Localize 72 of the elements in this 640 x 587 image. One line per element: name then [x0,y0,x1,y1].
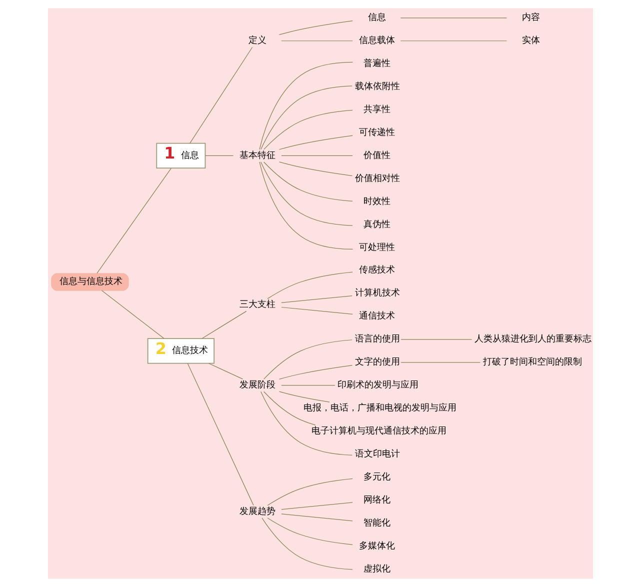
node-text: 电子计算机与现代通信技术的应用 [311,426,446,437]
node-text: 文字的使用 [354,358,400,368]
connector [266,518,352,545]
connector [263,162,352,202]
node-text: 多元化 [362,472,390,482]
node-text: 人类从猿进化到人的重要标志 [474,334,592,345]
connector [400,40,507,42]
connector [263,340,352,380]
connector [96,168,171,274]
connector [280,296,352,304]
connector [263,391,316,426]
node-text: 网络化 [362,495,390,506]
connector [280,514,352,522]
node-text: 三大支柱 [239,300,276,310]
node-text: 价值性 [362,150,390,161]
connector [100,290,164,339]
node-text: 多媒体化 [358,541,394,552]
node-text: 信息 [367,13,386,24]
connector [263,110,352,150]
node-text: 语言的使用 [354,334,400,345]
connector [260,391,352,456]
node-box: 1 信息 [156,142,206,169]
node-text: 信息载体 [358,36,394,46]
node-text: 发展趋势 [239,506,276,517]
connector [278,391,330,402]
node-text: 语文印电计 [354,449,400,460]
connector [278,135,352,150]
connector [400,362,480,363]
node-text: 可传递性 [358,128,394,138]
node-text: 电报，电话，广播和电视的发明与应用 [302,404,456,414]
node-text: 共享性 [362,104,390,115]
node-text: 计算机技术 [354,288,400,299]
connector [258,62,352,150]
node-text: 打破了时间和空间的限制 [482,358,582,368]
connector [278,364,352,380]
node-text: 虚拟化 [362,564,390,574]
connector [266,478,352,506]
node-text: 智能化 [362,518,390,528]
connector [258,162,352,250]
connector [189,46,252,144]
connector [208,363,243,380]
connector [280,40,352,42]
node-text: 可处理性 [358,242,394,253]
node-box: 2 信息技术 [146,338,214,364]
node-box: 信息与信息技术 [50,273,128,291]
connector [280,502,352,510]
connector [280,155,352,156]
node-text: 基本特征 [239,150,276,161]
node-text: 通信技术 [358,312,394,322]
connector [280,306,352,315]
node-text: 传感技术 [358,266,394,276]
connector [278,162,352,176]
node-text: 时效性 [362,196,390,207]
connector [186,363,254,506]
connector [278,20,352,35]
node-text: 印刷术的发明与应用 [337,380,418,391]
node-text: 发展阶段 [239,380,276,391]
connector [260,162,352,226]
node-text: 真伪性 [362,220,390,230]
node-text: 普遍性 [362,59,390,70]
node-text: 载体依附性 [354,82,400,92]
node-text: 价值相对性 [354,174,400,184]
connector [204,155,234,156]
connector [400,339,472,340]
connector [261,518,352,570]
connector [280,385,335,386]
node-text: 内容 [521,13,540,24]
connector [266,272,352,299]
node-text: 实体 [521,36,540,46]
node-text: 定义 [248,36,266,46]
connector [201,310,246,339]
connector [260,86,352,150]
